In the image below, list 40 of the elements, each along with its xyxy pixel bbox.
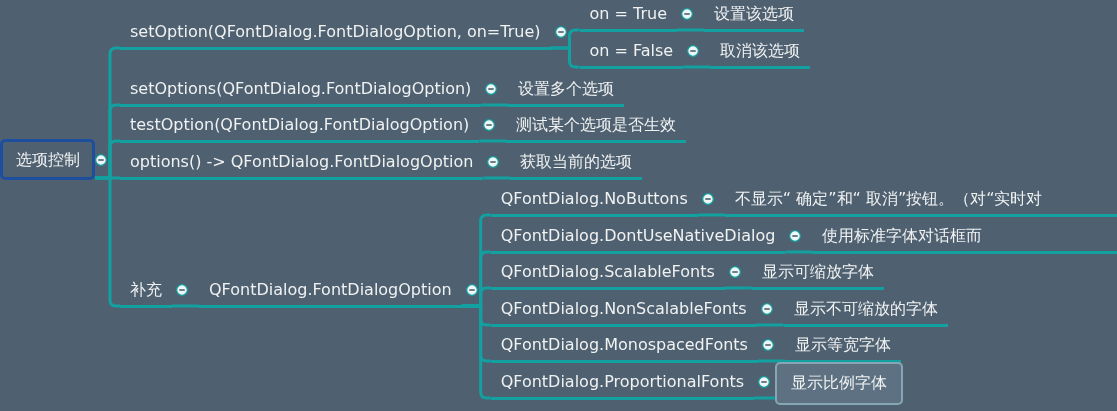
topic-label: QFontDialog.NoButtons bbox=[490, 186, 698, 217]
connector-line bbox=[172, 304, 199, 308]
topic-label: 设置该选项 bbox=[704, 1, 804, 32]
connector-line bbox=[697, 213, 725, 217]
topic-label: setOptions(QFontDialog.FontDialogOption) bbox=[120, 76, 482, 107]
connector-line bbox=[550, 46, 580, 69]
topic-label: 补充 bbox=[120, 277, 172, 308]
connector-line bbox=[481, 103, 509, 107]
topic-label: QFontDialog.FontDialogOption bbox=[199, 277, 462, 308]
topic-label: QFontDialog.MonospacedFonts bbox=[490, 332, 758, 363]
topic-label: setOption(QFontDialog.FontDialogOption, on=True) bbox=[120, 19, 551, 50]
topic-label: QFontDialog.NonScalableFonts bbox=[490, 296, 757, 327]
topic-label: on = False bbox=[579, 38, 684, 69]
topic-label: 显示可缩放字体 bbox=[751, 259, 884, 290]
topic-label: 显示不可缩放的字体 bbox=[783, 296, 948, 327]
topic-label: 获取当前的选项 bbox=[510, 149, 643, 180]
topic-label: 测试某个选项是否生效 bbox=[506, 112, 687, 143]
central-topic: 选项控制 bbox=[0, 139, 95, 180]
topic-label: 设置多个选项 bbox=[508, 76, 625, 107]
topic-label: testOption(QFontDialog.FontDialogOption) bbox=[120, 112, 480, 143]
connector-line bbox=[756, 323, 784, 327]
topic-label: options() -> QFontDialog.FontDialogOption bbox=[120, 149, 484, 180]
connector-line bbox=[483, 176, 511, 180]
topic-label: on = True bbox=[579, 1, 677, 32]
connector-line bbox=[785, 250, 813, 254]
topic-label: QFontDialog.ProportionalFonts bbox=[490, 369, 755, 400]
connector-line bbox=[754, 396, 776, 400]
selected-topic: 显示比例字体 bbox=[775, 362, 904, 405]
topic-label: 使用标准字体对话框而 bbox=[812, 223, 1117, 254]
connector-line bbox=[95, 176, 120, 308]
connector-line bbox=[724, 286, 752, 290]
topic-label: QFontDialog.ScalableFonts bbox=[490, 259, 725, 290]
topic-label: 不显示“ 确定”和“ 取消”按钮。（对“实时对 bbox=[724, 186, 1117, 217]
connector-line bbox=[757, 359, 785, 363]
connector-line bbox=[683, 65, 711, 69]
topic-label: QFontDialog.DontUseNativeDialog bbox=[490, 223, 786, 254]
connector-line bbox=[461, 304, 491, 400]
topic-label: 取消该选项 bbox=[710, 38, 811, 69]
connector-line bbox=[677, 28, 704, 32]
connector-line bbox=[479, 139, 507, 143]
